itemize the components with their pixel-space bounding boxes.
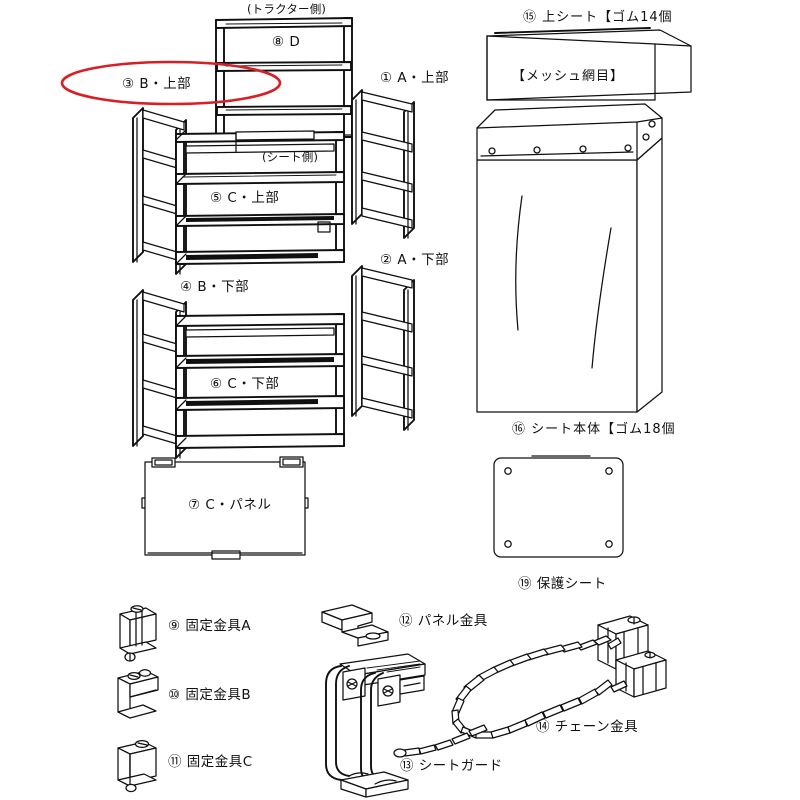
part-label-6-c-lower: ⑥ C・下部 [210,376,280,392]
part-10-fixing-bracket-b [117,669,159,719]
part-7-c-panel [141,456,309,560]
note-tractor-side: (トラクター側) [247,2,327,16]
part-label-2-a-lower: ② A・下部 [380,252,450,268]
part-label-13-seat-guard: ⑬ シートガード [400,758,503,774]
part-2-a-lower-frame [351,265,415,431]
part-16-seat-body [476,103,663,413]
part-9-fixing-bracket-a [119,605,157,662]
part-label-4-b-lower: ④ B・下部 [180,279,250,295]
part-12-panel-bracket [321,604,389,647]
part-15-upper-seat [486,27,692,101]
part-label-16-seat-body: ⑯ シート本体【ゴム18個 [512,422,676,437]
part-label-7-c-panel: ⑦ C・パネル [188,497,272,513]
part-label-14-chain-fitting: ⑭ チェーン金具 [536,719,639,735]
part-label-8-d: ⑧ D [272,34,301,50]
note-seat-side: (シート側) [262,150,319,164]
part-label-10-fixing-bracket-b: ⑩ 固定金具B [168,687,252,703]
part-label-19-protective-sheet: ⑲ 保護シート [518,576,607,592]
part-label-9-fixing-bracket-a: ⑨ 固定金具A [168,618,252,634]
part-label-15-upper-seat: ⑮ 上シート【ゴム14個 [523,10,673,25]
part-label-3-b-upper: ③ B・上部 [122,76,192,92]
part-label-1-a-upper: ① A・上部 [380,70,450,86]
part-13-seat-guard [325,653,426,798]
part-label-11-fixing-bracket-c: ⑪ 固定金具C [168,754,253,770]
part-5-c-upper-frame [175,129,345,265]
part-11-fixing-bracket-c [117,739,157,793]
part-6-c-lower-frame [175,313,345,449]
note-mesh-pattern: 【メッシュ網目】 [512,69,625,84]
part-14-chain-fitting [393,615,667,758]
red-ellipse-highlight [60,60,282,106]
part-label-12-panel-bracket: ⑫ パネル金具 [399,613,488,629]
part-label-5-c-upper: ⑤ C・上部 [210,190,280,206]
part-19-protective-sheet [493,455,624,558]
part-1-a-upper-frame [351,89,415,239]
